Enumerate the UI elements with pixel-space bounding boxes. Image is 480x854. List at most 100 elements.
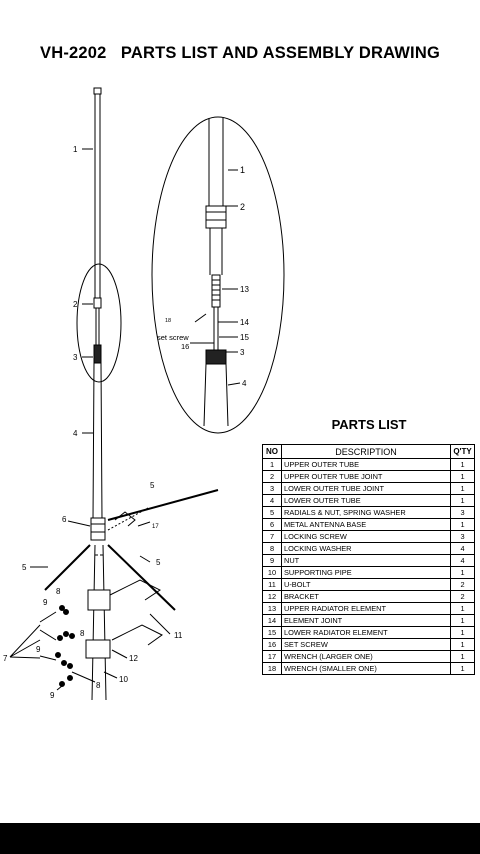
cell-qty: 3 (450, 530, 475, 543)
cell-qty: 1 (450, 626, 475, 639)
detail-upper-radiator (211, 274, 221, 308)
cell-description: UPPER OUTER TUBE (281, 458, 451, 471)
cell-no: 17 (262, 650, 282, 663)
callout-3: 3 (73, 353, 78, 362)
detail-callout-14: 14 (240, 318, 249, 327)
callout-9c: 9 (50, 691, 55, 700)
parts-list-header-row: NO DESCRIPTION Q'TY (262, 444, 475, 459)
parts-list-title: PARTS LIST (331, 417, 407, 432)
cell-qty: 1 (450, 662, 475, 675)
cell-no: 1 (262, 458, 282, 471)
u-bolt-upper (109, 579, 161, 601)
cell-description: LOWER RADIATOR ELEMENT (281, 626, 451, 639)
cell-qty: 1 (450, 470, 475, 483)
cell-description: WRENCH (LARGER ONE) (281, 650, 451, 663)
callout-5-left: 5 (22, 563, 27, 572)
cell-qty: 1 (450, 518, 475, 531)
callout-9b: 9 (36, 645, 41, 654)
cell-qty: 2 (450, 578, 475, 591)
cell-description: LOCKING WASHER (281, 542, 451, 555)
lower-outer-tube-joint (93, 344, 102, 364)
callout-9a: 9 (43, 598, 48, 607)
cell-qty: 1 (450, 494, 475, 507)
wrench-larger (114, 511, 136, 527)
header-description: DESCRIPTION (281, 444, 451, 459)
cell-description: UPPER OUTER TUBE JOINT (281, 470, 451, 483)
cell-description: WRENCH (SMALLER ONE) (281, 662, 451, 675)
cell-no: 13 (262, 602, 282, 615)
detail-lower-joint (205, 349, 227, 365)
cell-no: 5 (262, 506, 282, 519)
cell-qty: 2 (450, 590, 475, 603)
cell-description: NUT (281, 554, 451, 567)
callout-17: 17 (152, 524, 159, 530)
upper-outer-tube-joint (93, 297, 102, 309)
cell-qty: 4 (450, 542, 475, 555)
cell-no: 18 (262, 662, 282, 675)
callout-10: 10 (119, 675, 128, 684)
detail-oval-small (76, 263, 122, 383)
cell-description: UPPER RADIATOR ELEMENT (281, 602, 451, 615)
header-no: NO (262, 444, 282, 459)
cell-description: U-BOLT (281, 578, 451, 591)
cell-description: BRACKET (281, 590, 451, 603)
bracket-lower (85, 639, 111, 659)
callout-6: 6 (62, 515, 67, 524)
lower-outer-tube (92, 362, 103, 521)
cell-description: RADIALS & NUT, SPRING WASHER (281, 506, 451, 519)
callout-8a: 8 (56, 587, 61, 596)
callout-8c: 8 (96, 681, 101, 690)
callout-5-top: 5 (150, 481, 155, 490)
callout-7: 7 (3, 654, 8, 663)
cell-qty: 1 (450, 458, 475, 471)
cell-qty: 3 (450, 506, 475, 519)
detail-callout-4: 4 (242, 379, 247, 388)
callout-4: 4 (73, 429, 78, 438)
cell-description: LOCKING SCREW (281, 530, 451, 543)
detail-set-screw: set screw (157, 333, 189, 342)
cell-no: 6 (262, 518, 282, 531)
detail-callout-13: 13 (240, 285, 249, 294)
cell-no: 3 (262, 482, 282, 495)
radial-right (107, 489, 219, 521)
cell-qty: 1 (450, 638, 475, 651)
header-qty: Q'TY (450, 444, 475, 459)
supporting-pipe (91, 544, 107, 701)
cell-description: SUPPORTING PIPE (281, 566, 451, 579)
u-bolt-lower (111, 624, 163, 646)
cell-qty: 4 (450, 554, 475, 567)
radial-down-right (107, 544, 176, 611)
callout-1: 1 (73, 145, 78, 154)
detail-callout-3: 3 (240, 348, 245, 357)
cell-qty: 1 (450, 482, 475, 495)
cell-description: METAL ANTENNA BASE (281, 518, 451, 531)
cell-description: LOWER OUTER TUBE (281, 494, 451, 507)
callout-12: 12 (129, 654, 138, 663)
cell-qty: 1 (450, 566, 475, 579)
cell-no: 11 (262, 578, 282, 591)
detail-callout-1: 1 (240, 165, 245, 175)
detail-callout-16: 16 (181, 342, 189, 351)
cell-no: 14 (262, 614, 282, 627)
cell-no: 7 (262, 530, 282, 543)
callout-8b: 8 (80, 629, 85, 638)
cell-no: 4 (262, 494, 282, 507)
detail-callout-2: 2 (240, 202, 245, 212)
bracket-upper (87, 589, 111, 611)
cell-no: 2 (262, 470, 282, 483)
cell-qty: 1 (450, 614, 475, 627)
document-title: VH-2202 PARTS LIST AND ASSEMBLY DRAWING (40, 44, 440, 62)
detail-callout-15: 15 (240, 333, 249, 342)
